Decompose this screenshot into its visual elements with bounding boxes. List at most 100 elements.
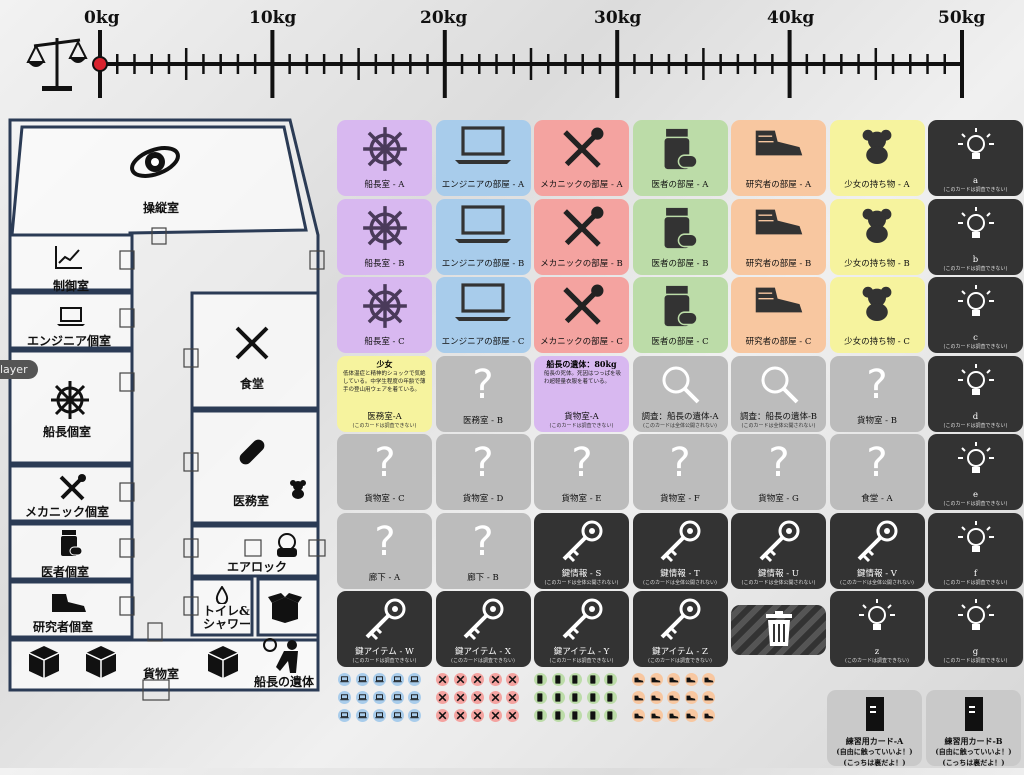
card-7-1[interactable]: 鍵アイテム - W(このカードは調査できない) [337,591,432,667]
pill-chip[interactable] [534,709,547,722]
tools-chip[interactable] [453,709,467,722]
laptop-chip[interactable] [355,691,369,704]
pill-chip[interactable] [551,691,565,704]
pill-chip[interactable] [604,673,617,686]
pill-chip[interactable] [604,691,617,704]
boot-chip[interactable] [649,673,663,686]
laptop-chip[interactable] [355,709,369,722]
card-1-4[interactable]: 医者の部屋 - A [632,120,728,196]
card-6-2[interactable]: ?廊下 - B [435,512,531,589]
card-7-2[interactable]: 鍵アイテム - X(このカードは調査できない) [435,591,531,667]
card-1-6[interactable]: 少女の持ち物 - A [829,120,925,196]
card-4-2[interactable]: ?医務室 - B [435,355,531,432]
tools-chip[interactable] [453,673,467,686]
pill-chip[interactable] [586,691,600,704]
boot-chip[interactable] [667,673,680,686]
card-5-6[interactable]: ?食堂 - A [829,434,925,510]
pill-chip[interactable] [569,673,582,686]
card-5-1[interactable]: ?貨物室 - C [337,434,432,510]
tools-chip[interactable] [436,691,449,704]
card-2-5[interactable]: 研究者の部屋 - B [731,198,826,275]
card-6-7[interactable]: f(このカードは調査できない) [928,512,1023,589]
card-5-3[interactable]: ?貨物室 - E [534,434,629,510]
card-2-1[interactable]: 船長室 - B [337,198,432,275]
boot-chip[interactable] [649,709,663,722]
card-6-3[interactable]: 鍵情報 - S(このカードは全体公開されない) [534,512,629,589]
laptop-chip[interactable] [338,673,351,686]
card-6-5[interactable]: 鍵情報 - U(このカードは全体公開されない) [731,512,826,589]
card-2-7[interactable]: b(このカードは調査できない) [928,198,1023,275]
laptop-chip[interactable] [390,673,404,686]
card-3-3[interactable]: メカニックの部屋 - C [534,277,629,353]
boot-chip[interactable] [684,709,698,722]
card-5-7[interactable]: e(このカードは調査できない) [928,434,1023,510]
card-4-5[interactable]: 調査：船長の遺体-B(このカードは全体公開されない) [731,355,826,432]
card-2-4[interactable]: 医者の部屋 - B [632,198,728,275]
player-tag[interactable]: layer [0,360,38,379]
laptop-chip[interactable] [338,691,351,704]
card-6-6[interactable]: 鍵情報 - V(このカードは全体公開されない) [829,512,925,589]
tools-chip[interactable] [471,691,484,704]
boot-chip[interactable] [702,709,715,722]
card-2-2[interactable]: エンジニアの部屋 - B [435,198,531,275]
tools-chip[interactable] [453,691,467,704]
tools-chip[interactable] [488,709,502,722]
pill-chip[interactable] [569,709,582,722]
tools-chip[interactable] [506,691,519,704]
laptop-chip[interactable] [373,673,386,686]
card-5-5[interactable]: ?貨物室 - G [731,434,826,510]
tools-chip[interactable] [488,691,502,704]
pill-chip[interactable] [551,673,565,686]
boot-chip[interactable] [684,691,698,704]
card-4-1[interactable]: 医務室-A(このカードは調査できない)少女低体温症と精神的ショックで気絶している… [337,355,432,432]
laptop-chip[interactable] [390,709,404,722]
pill-chip[interactable] [569,691,582,704]
card-7-6[interactable]: z(このカードは調査できない) [829,591,925,667]
card-1-2[interactable]: エンジニアの部屋 - A [435,120,531,196]
laptop-chip[interactable] [373,709,386,722]
laptop-chip[interactable] [408,691,421,704]
pill-chip[interactable] [534,673,547,686]
tools-chip[interactable] [471,673,484,686]
practice-card-a[interactable]: 練習用カード-A(自由に触っていいよ！)(こっちは裏だよ！) [827,690,922,767]
card-6-1[interactable]: ?廊下 - A [337,512,432,589]
discard-pile[interactable] [731,605,826,655]
laptop-chip[interactable] [373,691,386,704]
card-7-7[interactable]: g(このカードは調査できない) [928,591,1023,667]
pill-chip[interactable] [534,691,547,704]
laptop-chip[interactable] [355,673,369,686]
boot-chip[interactable] [632,691,645,704]
boot-chip[interactable] [667,691,680,704]
pill-chip[interactable] [604,709,617,722]
card-2-3[interactable]: メカニックの部屋 - B [534,198,629,275]
card-6-4[interactable]: 鍵情報 - T(このカードは全体公開されない) [632,512,728,589]
boot-chip[interactable] [702,691,715,704]
card-5-4[interactable]: ?貨物室 - F [632,434,728,510]
tools-chip[interactable] [436,709,449,722]
laptop-chip[interactable] [408,709,421,722]
card-3-5[interactable]: 研究者の部屋 - C [731,277,826,353]
card-1-3[interactable]: メカニックの部屋 - A [534,120,629,196]
tools-chip[interactable] [471,709,484,722]
card-7-3[interactable]: 鍵アイテム - Y(このカードは調査できない) [534,591,629,667]
tools-chip[interactable] [436,673,449,686]
card-3-1[interactable]: 船長室 - C [337,277,432,353]
card-3-2[interactable]: エンジニアの部屋 - C [435,277,531,353]
card-2-6[interactable]: 少女の持ち物 - B [829,198,925,275]
tools-chip[interactable] [506,673,519,686]
card-5-2[interactable]: ?貨物室 - D [435,434,531,510]
card-7-4[interactable]: 鍵アイテム - Z(このカードは調査できない) [632,591,728,667]
card-3-4[interactable]: 医者の部屋 - C [632,277,728,353]
boot-chip[interactable] [632,709,645,722]
card-1-1[interactable]: 船長室 - A [337,120,432,196]
pill-chip[interactable] [586,673,600,686]
card-4-7[interactable]: d(このカードは調査できない) [928,355,1023,432]
boot-chip[interactable] [702,673,715,686]
boot-chip[interactable] [667,709,680,722]
practice-card-b[interactable]: 練習用カード-B(自由に触っていいよ！)(こっちは裏だよ！) [926,690,1021,767]
laptop-chip[interactable] [408,673,421,686]
boot-chip[interactable] [649,691,663,704]
pill-chip[interactable] [551,709,565,722]
card-4-4[interactable]: 調査：船長の遺体-A(このカードは全体公開されない) [632,355,728,432]
